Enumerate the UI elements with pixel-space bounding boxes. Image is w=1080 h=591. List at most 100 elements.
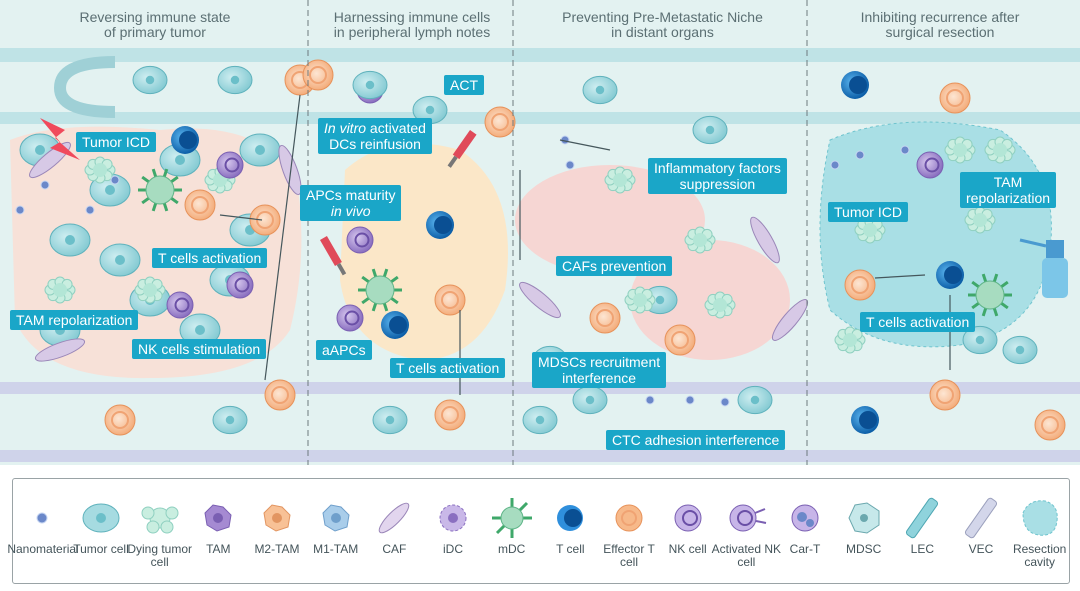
- header-panel-3: Preventing Pre-Metastatic Niche in dista…: [520, 10, 805, 40]
- legend-label: Nanomaterial: [7, 542, 79, 556]
- t-cell: [426, 211, 454, 239]
- mdc-icon: [477, 493, 547, 543]
- tumor-cell: [132, 65, 168, 95]
- nanomaterial: [645, 395, 655, 405]
- nanomaterial: [15, 205, 25, 215]
- header-line: of primary tumor: [104, 24, 206, 40]
- nanomaterial: [830, 160, 840, 170]
- nk-cell: [226, 271, 254, 299]
- legend-item: M2-TAM: [242, 493, 312, 556]
- effector-t-cell: [104, 404, 136, 436]
- caf-icon: [359, 493, 429, 543]
- dying-tumor-cell: [44, 276, 76, 304]
- header-line: surgical resection: [885, 24, 995, 40]
- tumor-cell: [372, 405, 408, 435]
- effector-t-cell: [484, 106, 516, 138]
- legend-label: Effector T cell: [603, 542, 655, 569]
- illustration: [0, 0, 1080, 465]
- nanomaterial: [855, 150, 865, 160]
- nk-cell-icon: [653, 493, 723, 543]
- legend-label: Resection cavity: [1012, 542, 1067, 569]
- label-mdsc-interference: MDSCs recruitment interference: [532, 352, 667, 388]
- m1-tam-icon: [301, 493, 371, 543]
- label-line: TAM: [993, 174, 1023, 190]
- legend-item: iDC: [418, 493, 488, 556]
- tumor-cell: [212, 405, 248, 435]
- legend-item: VEC: [946, 493, 1016, 556]
- tumor-cell-icon: [66, 493, 136, 543]
- nanomaterial: [40, 180, 50, 190]
- tumor-cell: [522, 405, 558, 435]
- legend-label: mDC: [497, 542, 526, 556]
- t-cell: [851, 406, 879, 434]
- effector-t-cell: [929, 379, 961, 411]
- dying-tumor-cell: [964, 206, 996, 234]
- legend-item: TAM: [183, 493, 253, 556]
- dying-tumor-cell: [604, 166, 636, 194]
- dying-tumor-cell: [944, 136, 976, 164]
- label-line: In vitro activated: [324, 120, 426, 136]
- tam-icon: [183, 493, 253, 543]
- dying-tumor-cell: [84, 156, 116, 184]
- t-cell: [381, 311, 409, 339]
- effector-t-cell: [939, 82, 971, 114]
- legend-label: M1-TAM: [313, 542, 359, 556]
- dying-tumor-cell: [134, 276, 166, 304]
- legend-label: CAF: [382, 542, 407, 556]
- tumor-cell: [582, 75, 618, 105]
- header-line: Reversing immune state: [79, 9, 231, 25]
- tumor-cell: [49, 223, 91, 257]
- legend-item: Effector T cell: [594, 493, 664, 569]
- label-tam-repolarization: TAM repolarization: [10, 310, 139, 330]
- nanomaterial: [85, 205, 95, 215]
- mdsc-icon: [829, 493, 899, 543]
- m2-tam-icon: [242, 493, 312, 543]
- top-vessel-wall: [0, 48, 1080, 62]
- label-apcs-maturity: APCs maturity in vivo: [300, 185, 402, 221]
- legend-label: Car-T: [789, 542, 821, 556]
- tumor-cell: [692, 115, 728, 145]
- legend-label: MDSC: [845, 542, 882, 556]
- legend-item: T cell: [535, 493, 605, 556]
- bottom-vessel-wall-lower: [0, 450, 1080, 462]
- label-act: ACT: [444, 75, 484, 95]
- nk-cell: [336, 304, 364, 332]
- tumor-cell: [217, 65, 253, 95]
- dying-tumor-cell: [834, 326, 866, 354]
- t-cell: [171, 126, 199, 154]
- legend-item: mDC: [477, 493, 547, 556]
- dying-tumor-cell: [704, 291, 736, 319]
- legend-label: T cell: [556, 542, 585, 556]
- legend-label: Activated NK cell: [711, 542, 782, 569]
- nk-cell: [916, 151, 944, 179]
- legend-item: NK cell: [653, 493, 723, 556]
- effector-t-cell-icon: [594, 493, 664, 543]
- header-line: Harnessing immune cells: [333, 9, 491, 25]
- effector-t-cell: [249, 204, 281, 236]
- legend-item: CAF: [359, 493, 429, 556]
- top-vessel-wall-inner: [0, 112, 1080, 124]
- effector-t-cell: [844, 269, 876, 301]
- legend-item: Nanomaterial: [7, 493, 79, 556]
- lymph-vessel-loop: [53, 56, 116, 118]
- label-tumor-icd: Tumor ICD: [76, 132, 156, 152]
- effector-t-cell: [264, 379, 296, 411]
- italic-text: in vivo: [330, 203, 371, 219]
- legend-item: M1-TAM: [301, 493, 371, 556]
- italic-text: In vitro: [324, 120, 367, 136]
- effector-t-cell: [589, 302, 621, 334]
- legend-item: Activated NK cell: [711, 493, 781, 569]
- tumor-cell: [737, 385, 773, 415]
- nanomaterial: [110, 175, 120, 185]
- label-nk-stimulation: NK cells stimulation: [132, 339, 267, 359]
- nk-cell: [166, 291, 194, 319]
- dying-tumor-cell: [684, 226, 716, 254]
- label-text: activated: [366, 120, 426, 136]
- legend-label: VEC: [968, 542, 994, 556]
- nanomaterial: [720, 397, 730, 407]
- dying-tumor-cell: [204, 166, 236, 194]
- effector-t-cell: [434, 284, 466, 316]
- vec-icon: [946, 493, 1016, 543]
